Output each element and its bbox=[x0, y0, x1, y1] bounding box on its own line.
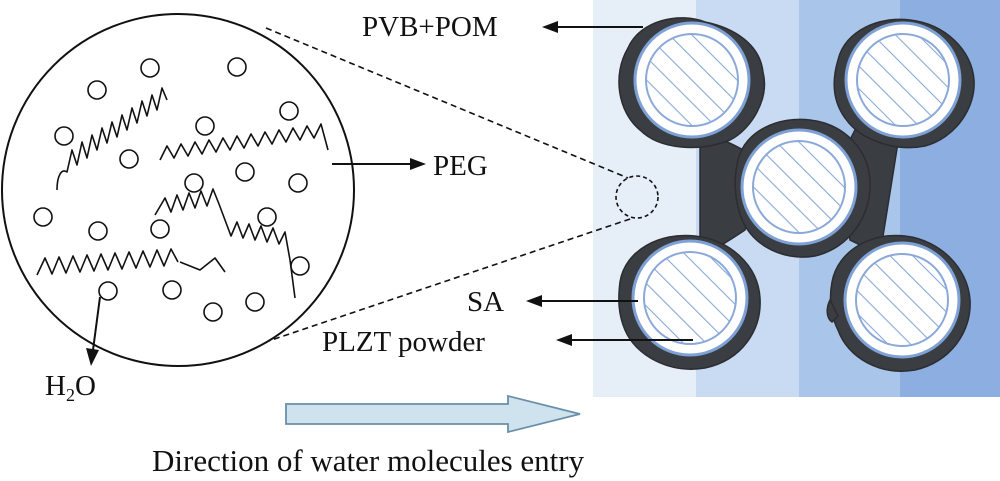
water-molecule bbox=[162, 280, 182, 300]
water-molecule bbox=[203, 302, 223, 322]
binder-tail-bottom bbox=[826, 298, 839, 323]
water-molecule bbox=[235, 162, 255, 182]
direction-arrow bbox=[285, 394, 581, 434]
arrow-binder bbox=[542, 21, 643, 33]
water-molecule bbox=[184, 173, 204, 193]
water-molecule bbox=[227, 57, 247, 77]
water-molecule bbox=[150, 219, 170, 239]
water-molecule bbox=[87, 80, 107, 100]
water-molecule bbox=[33, 207, 53, 227]
water-molecule bbox=[195, 116, 215, 136]
water-molecule bbox=[288, 173, 308, 193]
arrow-powder bbox=[556, 334, 693, 346]
water-molecules bbox=[33, 57, 310, 322]
water-molecule bbox=[290, 256, 310, 276]
water-molecule bbox=[119, 149, 139, 169]
arrow-water bbox=[86, 296, 101, 366]
label-sa: SA bbox=[467, 286, 504, 318]
label-water-main: H bbox=[45, 370, 66, 402]
powder-particles bbox=[631, 21, 962, 359]
pore-circle bbox=[615, 175, 659, 219]
peg-chains bbox=[36, 87, 329, 299]
arrow-sa bbox=[526, 295, 638, 307]
water-molecule bbox=[245, 292, 265, 312]
water-molecule bbox=[54, 126, 74, 146]
label-water-sub: 2 bbox=[66, 385, 75, 405]
label-water: H2O bbox=[45, 370, 96, 405]
magnified-circle bbox=[1, 13, 355, 367]
water-molecule bbox=[279, 101, 299, 121]
peg-chain bbox=[159, 123, 329, 161]
particle-top-left bbox=[633, 21, 751, 139]
particle-top-right bbox=[844, 21, 962, 139]
water-molecule bbox=[257, 207, 277, 227]
peg-chain bbox=[154, 188, 296, 299]
particle-bottom-left bbox=[631, 239, 749, 357]
label-direction: Direction of water molecules entry bbox=[152, 443, 585, 478]
label-powder: PLZT powder bbox=[322, 326, 485, 358]
water-molecule bbox=[98, 281, 118, 301]
label-water-tail: O bbox=[75, 370, 96, 402]
peg-chain bbox=[179, 257, 226, 273]
magnified-view bbox=[1, 13, 355, 367]
peg-chain bbox=[56, 87, 168, 191]
water-molecule bbox=[140, 58, 160, 78]
peg-chain bbox=[36, 248, 179, 276]
label-arrows bbox=[86, 21, 693, 366]
water-molecule bbox=[88, 221, 108, 241]
arrow-peg bbox=[332, 158, 426, 170]
particle-bottom-right bbox=[843, 241, 961, 359]
particle-center bbox=[740, 128, 858, 246]
label-binder: PVB+POM bbox=[362, 11, 498, 43]
label-peg: PEG bbox=[433, 150, 488, 182]
zoom-lines bbox=[235, 27, 634, 353]
